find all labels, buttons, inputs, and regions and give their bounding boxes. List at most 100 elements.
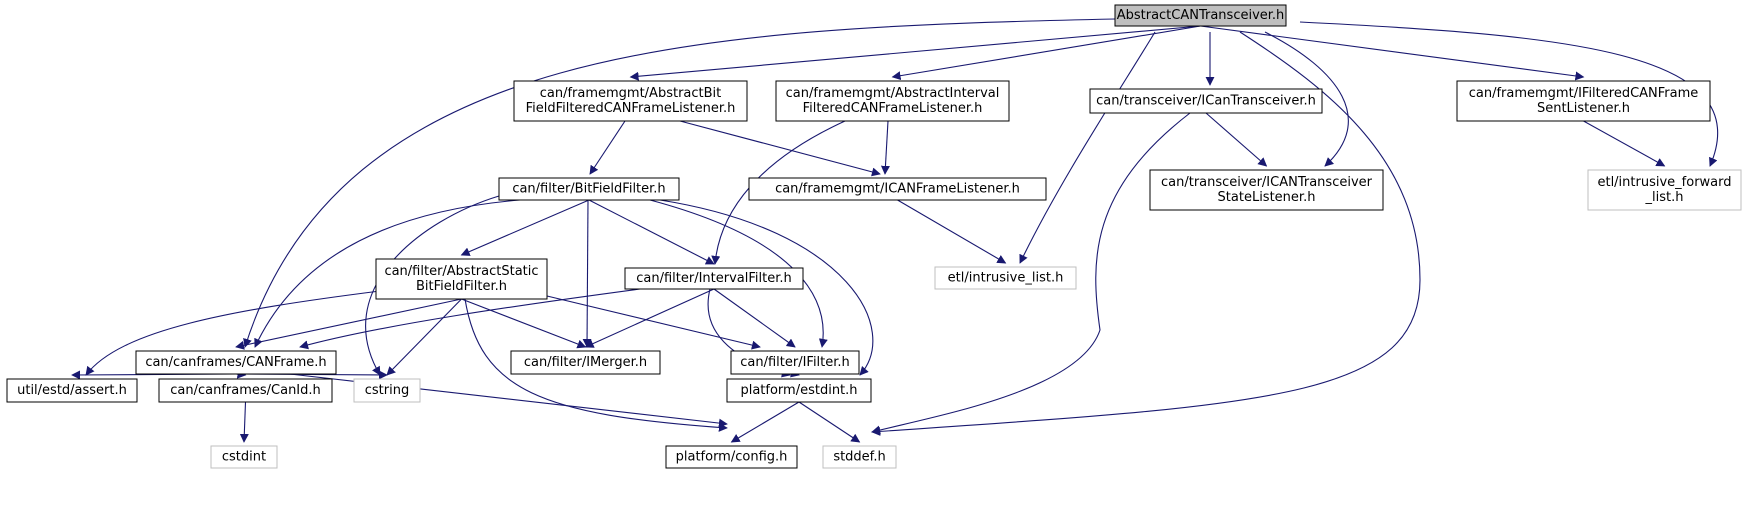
- node-label: FieldFilteredCANFrameListener.h: [526, 101, 736, 116]
- node-assert[interactable]: util/estd/assert.h: [6, 378, 138, 403]
- node-cstdint: cstdint: [210, 445, 278, 469]
- node-bitfield_filter[interactable]: can/filter/BitFieldFilter.h: [498, 177, 680, 201]
- node-box: [730, 350, 860, 375]
- edge-abstract_static-to-estdint: [464, 298, 728, 432]
- node-icanframe_listener[interactable]: can/framemgmt/ICANFrameListener.h: [748, 177, 1047, 201]
- edge-root-to-canframe: [243, 18, 1116, 348]
- edge-abstract_static-to-canframe: [235, 298, 462, 350]
- node-label: cstring: [365, 383, 409, 398]
- edge-abstract_static-to-ifilter: [546, 295, 761, 350]
- edge-abstract_static-to-cstring: [386, 298, 462, 376]
- edge-bitfield_filter-to-estdint: [659, 199, 874, 376]
- node-label: etl/intrusive_list.h: [948, 271, 1064, 286]
- node-label: can/filter/IntervalFilter.h: [636, 271, 792, 286]
- node-label: can/framemgmt/ICANFrameListener.h: [775, 182, 1020, 197]
- node-interval_listener[interactable]: can/framemgmt/AbstractIntervalFilteredCA…: [775, 80, 1010, 122]
- node-label: SentListener.h: [1537, 101, 1630, 116]
- edge-interval_filter-to-canframe: [299, 288, 641, 350]
- node-box: [624, 267, 804, 290]
- edge-root-to-estdint: [871, 31, 1421, 436]
- node-label: can/transceiver/ICANTransceiver: [1161, 175, 1373, 190]
- node-label: FilteredCANFrameListener.h: [803, 101, 983, 116]
- edge-abstract_static-to-imerger: [461, 298, 587, 349]
- edge-interval_listener-to-icanframe_listener: [880, 120, 890, 175]
- node-label: can/filter/AbstractStatic: [384, 264, 538, 279]
- edge-root-to-ifiltered_sent: [1200, 25, 1585, 81]
- node-canframe[interactable]: can/canframes/CANFrame.h: [135, 350, 337, 375]
- node-label: platform/config.h: [676, 450, 788, 465]
- node-box: [135, 350, 337, 375]
- edge-ifiltered_sent-to-intrusive_forward: [1583, 120, 1666, 167]
- edge-canid-to-cstdint: [239, 401, 249, 443]
- node-label: cstdint: [222, 450, 266, 465]
- node-box: [375, 258, 548, 300]
- node-label: can/filter/IMerger.h: [524, 355, 647, 370]
- node-box: [498, 177, 680, 201]
- node-box: [775, 80, 1010, 122]
- node-box: [665, 445, 798, 469]
- edge-abstract_static-to-assert: [85, 290, 381, 376]
- node-state_listener[interactable]: can/transceiver/ICANTransceiverStateList…: [1149, 169, 1384, 211]
- node-imerger[interactable]: can/filter/IMerger.h: [510, 350, 661, 375]
- node-label: StateListener.h: [1218, 190, 1316, 205]
- node-stddef: stddef.h: [822, 445, 897, 469]
- node-label: can/filter/BitFieldFilter.h: [512, 182, 665, 197]
- node-box: [510, 350, 661, 375]
- node-label: can/framemgmt/IFilteredCANFrame: [1469, 86, 1699, 101]
- node-label: util/estd/assert.h: [17, 383, 127, 398]
- node-box: [748, 177, 1047, 201]
- node-box: [934, 266, 1077, 290]
- node-canid[interactable]: can/canframes/CanId.h: [158, 378, 333, 403]
- node-box: [1456, 80, 1711, 122]
- node-label: can/filter/IFilter.h: [740, 355, 850, 370]
- node-intrusive_list: etl/intrusive_list.h: [934, 266, 1077, 290]
- node-config[interactable]: platform/config.h: [665, 445, 798, 469]
- node-label: etl/intrusive_forward: [1597, 175, 1731, 190]
- edge-icanframe_listener-to-intrusive_list: [897, 199, 1007, 264]
- node-box: [822, 445, 897, 469]
- edge-bitfield_filter-to-imerger: [582, 199, 592, 348]
- node-intrusive_forward: etl/intrusive_forward_list.h: [1587, 169, 1742, 211]
- node-estdint[interactable]: platform/estdint.h: [726, 378, 872, 403]
- edge-estdint-to-config: [730, 401, 800, 443]
- node-box: [1149, 169, 1384, 211]
- edge-bitfield_filter-to-abstract_static: [460, 199, 590, 256]
- node-root[interactable]: AbstractCANTransceiver.h: [1114, 4, 1287, 27]
- node-label: _list.h: [1645, 190, 1684, 205]
- node-box: [1089, 88, 1323, 114]
- edge-ican_transceiver-to-estdint: [871, 112, 1191, 435]
- node-box: [210, 445, 278, 469]
- edge-bitfield_listener-to-bitfield_filter: [589, 120, 626, 175]
- edge-root-to-bitfield_listener: [629, 25, 1201, 81]
- edge-ican_transceiver-to-state_listener: [1205, 112, 1268, 167]
- node-box: [1587, 169, 1742, 211]
- node-ican_transceiver[interactable]: can/transceiver/ICanTransceiver.h: [1089, 88, 1323, 114]
- node-label: can/framemgmt/AbstractBit: [540, 86, 722, 101]
- node-abstract_static[interactable]: can/filter/AbstractStaticBitFieldFilter.…: [375, 258, 548, 300]
- node-box: [513, 80, 748, 122]
- node-cstring: cstring: [353, 378, 421, 403]
- node-box: [158, 378, 333, 403]
- edge-bitfield_listener-to-icanframe_listener: [679, 120, 881, 177]
- node-interval_filter[interactable]: can/filter/IntervalFilter.h: [624, 267, 804, 290]
- node-box: [6, 378, 138, 403]
- node-ifilter[interactable]: can/filter/IFilter.h: [730, 350, 860, 375]
- node-label: platform/estdint.h: [740, 383, 857, 398]
- node-label: BitFieldFilter.h: [416, 279, 507, 294]
- node-label: AbstractCANTransceiver.h: [1117, 8, 1285, 23]
- edge-root-to-intrusive_forward: [1299, 21, 1719, 167]
- node-label: can/transceiver/ICanTransceiver.h: [1096, 94, 1316, 109]
- node-ifiltered_sent[interactable]: can/framemgmt/IFilteredCANFrameSentListe…: [1456, 80, 1711, 122]
- node-label: can/canframes/CANFrame.h: [145, 355, 326, 370]
- node-box: [726, 378, 872, 403]
- node-label: stddef.h: [833, 450, 885, 465]
- edge-root-to-intrusive_list: [1019, 31, 1156, 264]
- node-box: [353, 378, 421, 403]
- edge-estdint-to-stddef: [798, 401, 861, 443]
- edge-bitfield_filter-to-interval_filter: [588, 199, 715, 265]
- edge-root-to-interval_listener: [891, 25, 1201, 81]
- edge-interval_filter-to-imerger: [584, 288, 715, 348]
- node-bitfield_listener[interactable]: can/framemgmt/AbstractBitFieldFilteredCA…: [513, 80, 748, 122]
- edge-root-to-state_listener: [1264, 31, 1349, 167]
